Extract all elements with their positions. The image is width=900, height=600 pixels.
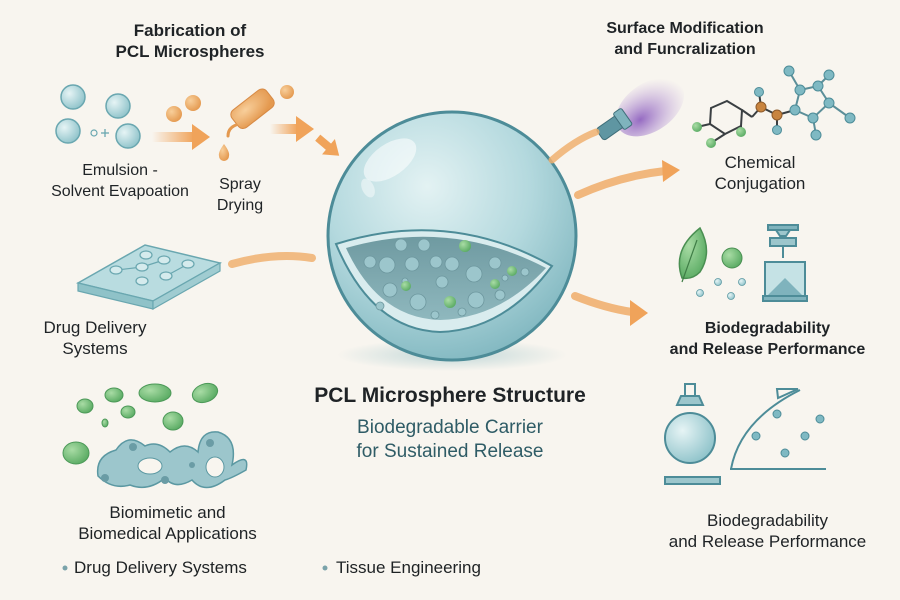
biodegradability-bottom-line1: Biodegradability bbox=[707, 511, 828, 530]
surface-title-line1: Surface Modification bbox=[606, 20, 764, 37]
center-subtitle-line2: for Sustained Release bbox=[356, 441, 544, 462]
bullet-drug-delivery: Drug Delivery Systems bbox=[74, 558, 247, 577]
biodegradability-top-line1: Biodegradability bbox=[704, 320, 831, 337]
biodegradability-label-top: Biodegradability and Release Performance bbox=[645, 318, 890, 360]
drug-delivery-line2: Systems bbox=[62, 339, 128, 358]
arrow-spray-to-sphere bbox=[270, 116, 340, 156]
fabrication-title-line1: Fabrication of bbox=[133, 21, 247, 40]
spray-drying-label: Spray Drying bbox=[200, 174, 280, 216]
cells-icon bbox=[62, 382, 248, 489]
biodegradability-top-line2: and Release Performance bbox=[669, 341, 866, 358]
drug-particles bbox=[401, 240, 517, 308]
spray-drying-label-line1: Spray bbox=[219, 176, 261, 193]
chemical-conjugation-label: Chemical Conjugation bbox=[690, 152, 830, 194]
applications-title-line1: Biomimetic and bbox=[109, 503, 226, 522]
drug-delivery-line1: Drug Delivery bbox=[43, 318, 147, 337]
surface-title-line2: and Funcralization bbox=[614, 41, 756, 58]
flask-sphere-icon bbox=[664, 383, 721, 485]
emulsion-label: Emulsion - Solvent Evapoation bbox=[20, 160, 220, 202]
release-droplets-icon bbox=[696, 247, 746, 300]
center-title: PCL Microsphere Structure bbox=[314, 384, 586, 407]
arrow-to-biodegradability bbox=[571, 292, 648, 326]
fabrication-title-line2: PCL Microspheres bbox=[115, 42, 265, 61]
biodegradability-bottom-line2: and Release Performance bbox=[668, 532, 867, 551]
conjugation-line2: Conjugation bbox=[714, 174, 806, 193]
release-curve-icon bbox=[730, 388, 826, 470]
encapsulated-particles bbox=[363, 238, 530, 320]
conjugation-line1: Chemical bbox=[724, 153, 796, 172]
spray-nozzle-icon bbox=[596, 77, 685, 141]
biodegradability-label-bottom: Biodegradability and Release Performance bbox=[640, 510, 895, 552]
arrow-drug-delivery-curve bbox=[228, 252, 316, 268]
spray-drying-icon bbox=[166, 85, 294, 161]
applications-title-line2: Biomedical Applications bbox=[78, 524, 257, 543]
bullet-dot bbox=[62, 565, 68, 571]
emulsion-label-line2: Solvent Evapoation bbox=[51, 183, 189, 200]
pcl-microsphere-illustration bbox=[326, 110, 578, 371]
arrow-sphere-to-surface bbox=[548, 128, 600, 164]
surface-modification-title: Surface Modification and Funcralization bbox=[560, 18, 810, 60]
leaf-icon bbox=[678, 226, 708, 283]
spray-drying-label-line2: Drying bbox=[216, 197, 264, 214]
emulsion-label-line1: Emulsion - bbox=[82, 162, 158, 179]
drug-delivery-label: Drug Delivery Systems bbox=[20, 317, 170, 359]
bullet-tissue-engineering: Tissue Engineering bbox=[336, 558, 481, 577]
arrow-emulsion-to-spray bbox=[152, 124, 210, 150]
center-subtitle: Biodegradable Carrier for Sustained Rele… bbox=[290, 416, 610, 464]
center-subtitle-line1: Biodegradable Carrier bbox=[357, 417, 543, 438]
applications-title: Biomimetic and Biomedical Applications bbox=[45, 502, 290, 544]
bullet-dot bbox=[322, 565, 328, 571]
molecule-atoms bbox=[692, 65, 856, 148]
fabrication-title: Fabrication of PCL Microspheres bbox=[90, 20, 290, 62]
emulsion-droplets-icon bbox=[55, 84, 141, 149]
arrow-to-conjugation bbox=[574, 160, 680, 199]
analysis-instrument-icon bbox=[762, 224, 808, 302]
drug-delivery-chip-icon bbox=[75, 244, 223, 311]
